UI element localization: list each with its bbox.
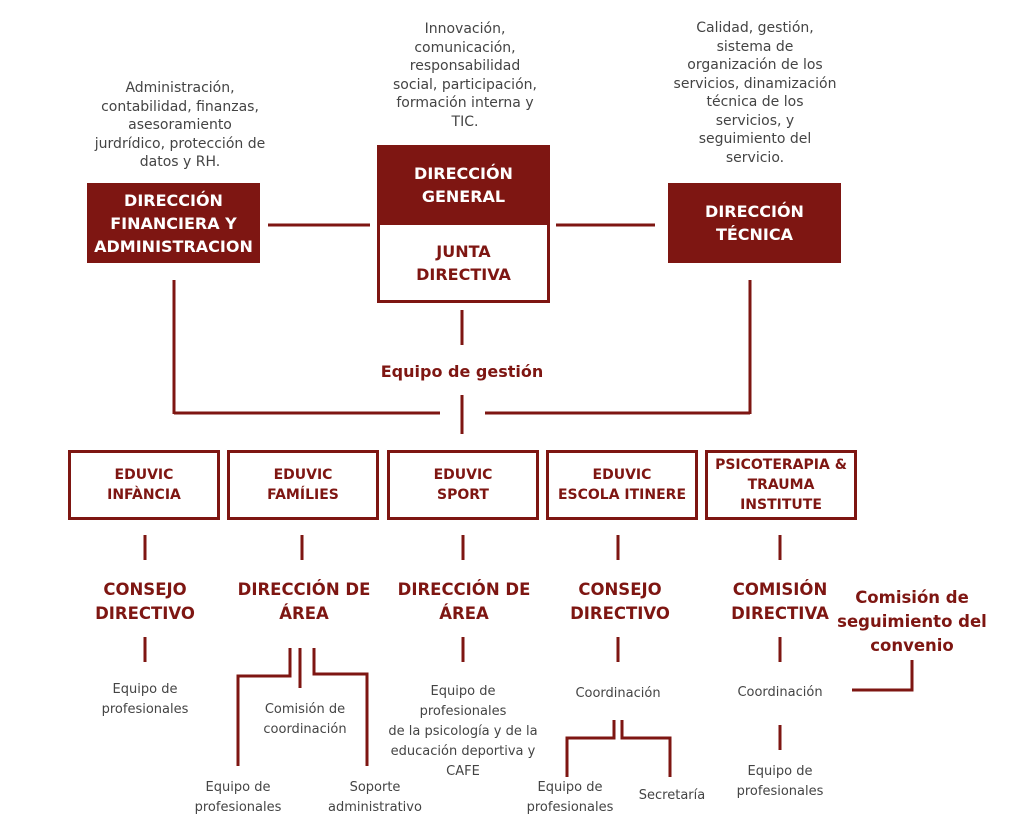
- direction-title-infancia: CONSEJO DIRECTIVO: [95, 580, 195, 623]
- equipo-gestion-label: Equipo de gestión: [380, 362, 544, 381]
- direccion-tecnica-box: DIRECCIÓN TÉCNICA: [668, 183, 841, 263]
- tecnica-description: Calidad, gestión, sistema de organizació…: [673, 20, 837, 166]
- connector-dir2-left: [236, 648, 292, 766]
- leaf-psicoterapia-coordinacion: Coordinación: [737, 685, 823, 700]
- leaf-psicoterapia-equipo: Equipo de profesionales: [736, 764, 824, 799]
- unit-box-eduvic-infancia: EDUVIC INFÀNCIA: [68, 450, 220, 520]
- unit-box-eduvic-families: EDUVIC FAMÍLIES: [227, 450, 379, 520]
- connector-convenio: [852, 660, 914, 692]
- direction-title-families: DIRECCIÓN DE ÁREA: [237, 580, 371, 623]
- connector-dir4-branch-right: [620, 720, 672, 777]
- junta-directiva-box: JUNTA DIRECTIVA: [377, 225, 550, 303]
- direction-title-escola: CONSEJO DIRECTIVO: [570, 580, 670, 623]
- leaf-sport-equipo: Equipo de profesionales de la psicología…: [388, 684, 538, 779]
- unit-box-eduvic-escola-itinere: EDUVIC ESCOLA ITINERE: [546, 450, 698, 520]
- leaf-infancia-equipo: Equipo de profesionales: [101, 682, 189, 717]
- financiera-description: Administración, contabilidad, finanzas, …: [94, 80, 266, 170]
- comision-seguimiento-convenio: Comisión de seguimiento del convenio: [837, 588, 987, 655]
- connector-dir2-right: [312, 648, 369, 766]
- direccion-general-box: DIRECCIÓN GENERAL: [377, 145, 550, 225]
- unit-box-eduvic-sport: EDUVIC SPORT: [387, 450, 539, 520]
- direction-title-sport: DIRECCIÓN DE ÁREA: [397, 580, 531, 623]
- direction-title-psicoterapia: COMISIÓN DIRECTIVA: [731, 580, 829, 623]
- connector-dir4-branch: [565, 720, 616, 777]
- leaf-families-soporte: Soporte administrativo: [328, 780, 422, 815]
- direccion-financiera-box: DIRECCIÓN FINANCIERA Y ADMINISTRACION: [87, 183, 260, 263]
- leaf-escola-coordinacion: Coordinación: [575, 686, 661, 701]
- general-description: Innovación, comunicación, responsabilida…: [393, 21, 537, 130]
- leaf-families-comision: Comisión de coordinación: [263, 702, 347, 737]
- unit-box-psicoterapia-trauma: PSICOTERAPIA & TRAUMA INSTITUTE: [705, 450, 857, 520]
- leaf-escola-secretaria: Secretaría: [638, 788, 706, 803]
- leaf-escola-equipo: Equipo de profesionales: [526, 780, 614, 815]
- leaf-families-equipo: Equipo de profesionales: [194, 780, 282, 815]
